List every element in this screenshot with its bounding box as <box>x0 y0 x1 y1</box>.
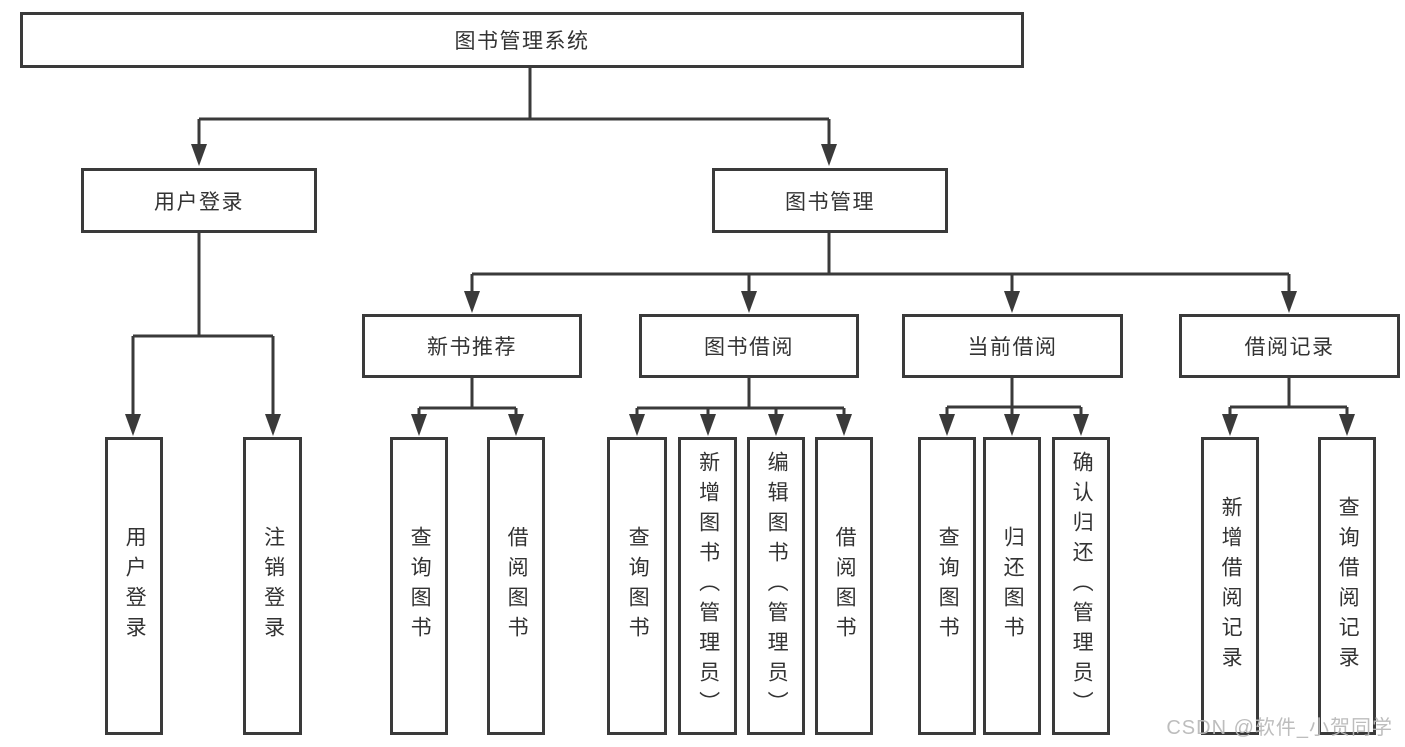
node-user-login: 用户登录 <box>81 168 317 233</box>
node-borrowing-records: 借阅记录 <box>1179 314 1400 378</box>
arrowhead-down <box>125 414 141 436</box>
node-current-borrowing-label: 当前借阅 <box>967 336 1058 359</box>
arrowhead-down <box>411 414 427 436</box>
leaf-borrowing-add-books: 新增图书（管理员） <box>678 437 737 735</box>
node-user-login-label: 用户登录 <box>154 190 244 214</box>
node-new-book-recommend: 新书推荐 <box>362 314 582 378</box>
leaf-current-return-books-label: 归还图书 <box>1001 526 1025 646</box>
arrowhead-down <box>939 414 955 436</box>
leaf-records-query-record-label: 查询借阅记录 <box>1336 496 1360 676</box>
leaf-logout-label: 注销登录 <box>261 526 285 646</box>
arrowhead-down <box>741 291 757 313</box>
leaf-borrowing-add-books-label: 新增图书（管理员） <box>696 451 720 721</box>
leaf-user-login-label: 用户登录 <box>123 526 147 646</box>
node-current-borrowing: 当前借阅 <box>902 314 1123 378</box>
leaf-borrowing-borrow-books: 借阅图书 <box>815 437 873 735</box>
node-book-management: 图书管理 <box>712 168 948 233</box>
arrowhead-down <box>1004 414 1020 436</box>
arrowhead-down <box>1073 414 1089 436</box>
leaf-user-login: 用户登录 <box>105 437 163 735</box>
leaf-current-confirm-return: 确认归还（管理员） <box>1052 437 1110 735</box>
leaf-recommend-query-books-label: 查询图书 <box>408 526 432 646</box>
leaf-borrowing-query-books: 查询图书 <box>607 437 667 735</box>
leaf-current-return-books: 归还图书 <box>983 437 1041 735</box>
arrowhead-down <box>821 144 837 166</box>
leaf-records-add-record-label: 新增借阅记录 <box>1219 496 1243 676</box>
leaf-current-query-books-label: 查询图书 <box>936 526 960 646</box>
arrowhead-down <box>1004 291 1020 313</box>
arrowheads <box>125 144 1355 436</box>
node-borrowing-records-label: 借阅记录 <box>1244 336 1335 359</box>
leaf-borrowing-edit-books-label: 编辑图书（管理员） <box>765 451 789 721</box>
arrowhead-down <box>191 144 207 166</box>
leaf-current-query-books: 查询图书 <box>918 437 976 735</box>
arrowhead-down <box>1339 414 1355 436</box>
arrowhead-down <box>1222 414 1238 436</box>
arrowhead-down <box>768 414 784 436</box>
leaf-current-confirm-return-label: 确认归还（管理员） <box>1070 451 1094 721</box>
node-book-borrowing: 图书借阅 <box>639 314 859 378</box>
leaf-recommend-borrow-books: 借阅图书 <box>487 437 545 735</box>
node-root-label: 图书管理系统 <box>454 30 590 53</box>
arrowhead-down <box>508 414 524 436</box>
node-new-book-recommend-label: 新书推荐 <box>427 336 517 359</box>
arrowhead-down <box>629 414 645 436</box>
arrowhead-down <box>265 414 281 436</box>
node-book-management-label: 图书管理 <box>785 190 875 214</box>
leaf-recommend-borrow-books-label: 借阅图书 <box>505 526 529 646</box>
arrowhead-down <box>836 414 852 436</box>
arrowhead-down <box>464 291 480 313</box>
arrowhead-down <box>700 414 716 436</box>
leaf-records-query-record: 查询借阅记录 <box>1318 437 1376 735</box>
node-root: 图书管理系统 <box>20 12 1024 68</box>
csdn-watermark: CSDN @软件_小贺同学 <box>1166 717 1393 739</box>
leaf-borrowing-borrow-books-label: 借阅图书 <box>833 526 857 646</box>
leaf-logout: 注销登录 <box>243 437 302 735</box>
leaf-borrowing-query-books-label: 查询图书 <box>626 526 650 646</box>
leaf-recommend-query-books: 查询图书 <box>390 437 448 735</box>
leaf-borrowing-edit-books: 编辑图书（管理员） <box>747 437 805 735</box>
node-book-borrowing-label: 图书借阅 <box>704 336 794 359</box>
leaf-records-add-record: 新增借阅记录 <box>1201 437 1259 735</box>
arrowhead-down <box>1281 291 1297 313</box>
